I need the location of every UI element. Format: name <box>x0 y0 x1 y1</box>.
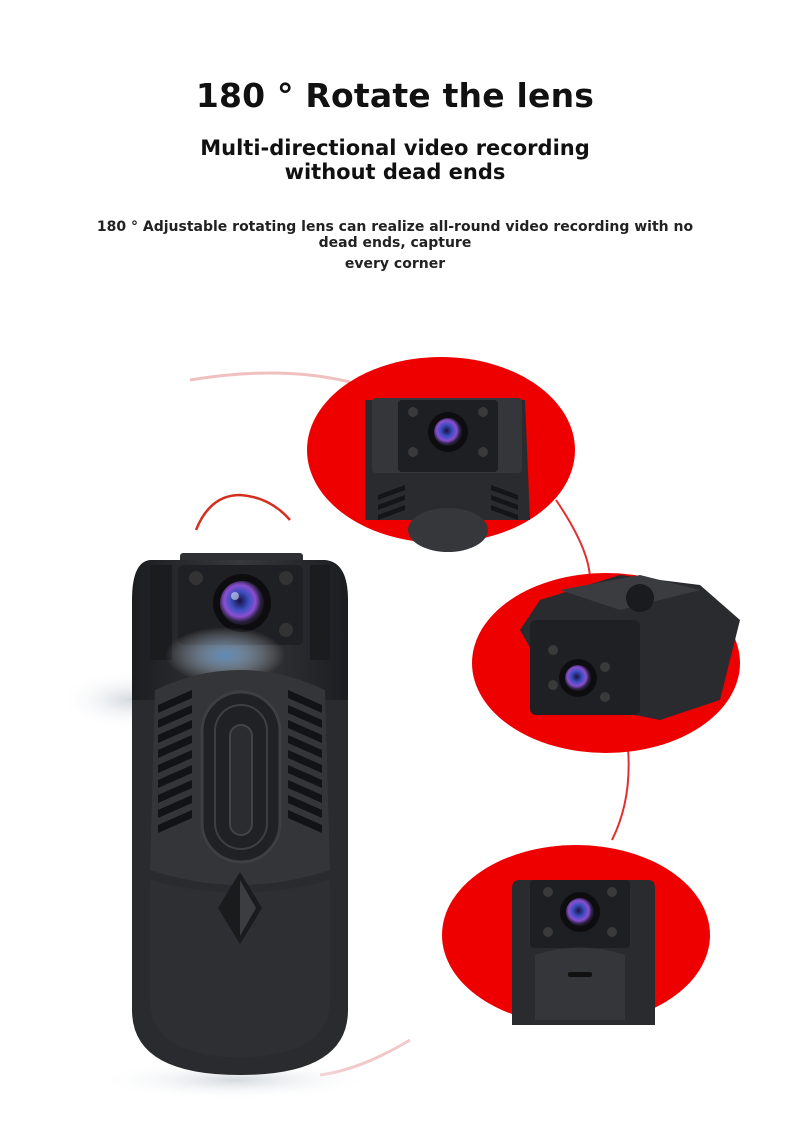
subtitle-line-2: without dead ends <box>284 160 506 184</box>
rotation-indicator <box>194 493 291 531</box>
subtitle-line-1: Multi-directional video recording <box>200 136 590 160</box>
main-camera-device <box>132 553 348 1075</box>
camera-lens-icon <box>566 898 594 926</box>
camera-lens-icon <box>220 581 264 625</box>
camera-lens-icon <box>565 665 591 691</box>
description-text: 180 ° Adjustable rotating lens can reali… <box>96 219 694 251</box>
connector-line <box>555 499 591 581</box>
rotation-arc <box>189 371 351 384</box>
camera-lens-icon <box>434 418 462 446</box>
lens-position-rear-view <box>442 845 710 1025</box>
lens-position-angled-view <box>472 573 740 753</box>
description-text-continued: every corner <box>344 256 446 272</box>
ir-led-icon <box>189 571 203 585</box>
page-title: 180 ° Rotate the lens <box>195 76 595 115</box>
lens-position-front-view <box>307 357 575 552</box>
connector-line <box>611 747 630 841</box>
subtitle: Multi-directional video recording withou… <box>155 136 635 184</box>
ir-led-icon <box>279 571 293 585</box>
ir-led-icon <box>279 623 293 637</box>
